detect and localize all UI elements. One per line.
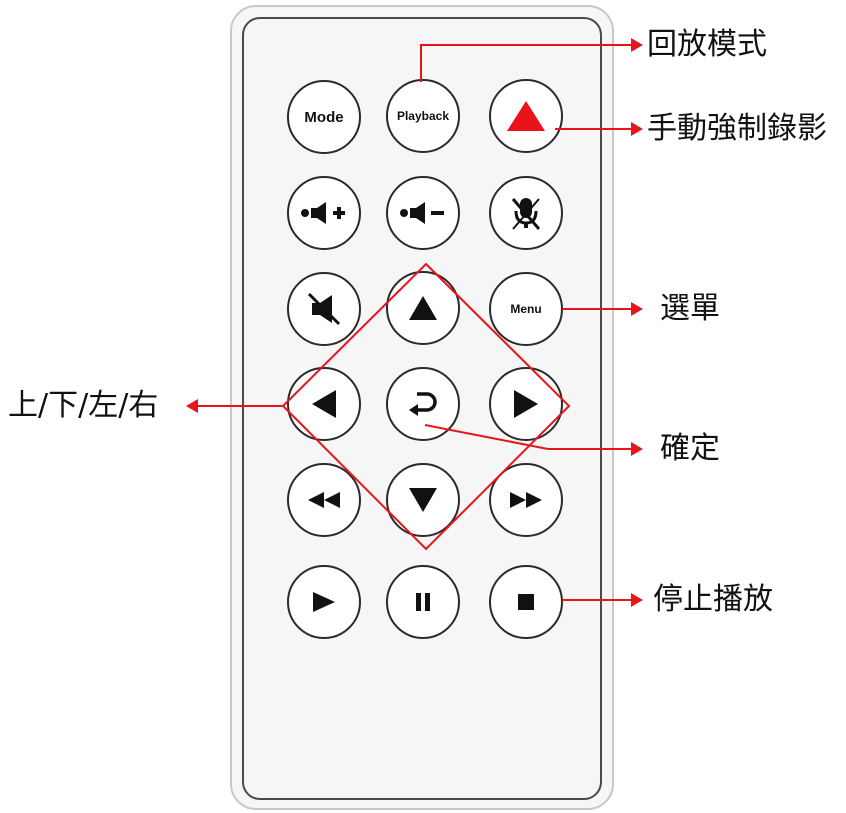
arrow-right-icon [513,389,539,419]
arrow-left-icon [311,389,337,419]
mode-button-label: Mode [304,108,344,126]
left-button[interactable] [287,367,361,441]
label-playback-mode: 回放模式 [647,27,767,62]
label-stop-playback: 停止播放 [653,582,773,617]
pause-button[interactable] [386,565,460,639]
mic-mute-icon [509,195,543,231]
mic-mute-button[interactable] [489,176,563,250]
menu-arrowhead [631,302,643,316]
menu-button[interactable]: Menu [489,272,563,346]
stop-playback-arrowhead [631,593,643,607]
right-button[interactable] [489,367,563,441]
playback-button-label: Playback [396,109,450,123]
arrow-down-icon [408,487,438,513]
menu-button-label: Menu [510,302,542,316]
fast-forward-icon [509,491,543,509]
record-button[interactable] [489,79,563,153]
volume-down-button[interactable] [386,176,460,250]
volume-down-icon [399,200,447,226]
record-triangle-icon [506,99,546,133]
directions-arrowhead [186,399,198,413]
label-confirm: 確定 [660,431,720,466]
playback-button[interactable]: Playback [386,79,460,153]
speaker-mute-button[interactable] [287,272,361,346]
pause-icon [415,592,431,612]
enter-icon [407,389,439,419]
play-icon [312,591,336,613]
playback-mode-arrowhead [631,38,643,52]
arrow-up-icon [408,295,438,321]
label-directions: 上/下/左/右 [8,388,159,423]
play-button[interactable] [287,565,361,639]
label-manual-record: 手動強制錄影 [647,111,827,146]
rewind-button[interactable] [287,463,361,537]
volume-up-icon [300,200,348,226]
manual-record-arrowhead [631,122,643,136]
stop-button[interactable] [489,565,563,639]
mode-button[interactable]: Mode [287,80,361,154]
rewind-icon [307,491,341,509]
stop-icon [518,594,534,610]
confirm-arrowhead [631,442,643,456]
fast-forward-button[interactable] [489,463,563,537]
speaker-mute-icon [306,291,342,327]
up-button[interactable] [386,271,460,345]
volume-up-button[interactable] [287,176,361,250]
down-button[interactable] [386,463,460,537]
enter-button[interactable] [386,367,460,441]
label-menu: 選單 [660,291,720,326]
